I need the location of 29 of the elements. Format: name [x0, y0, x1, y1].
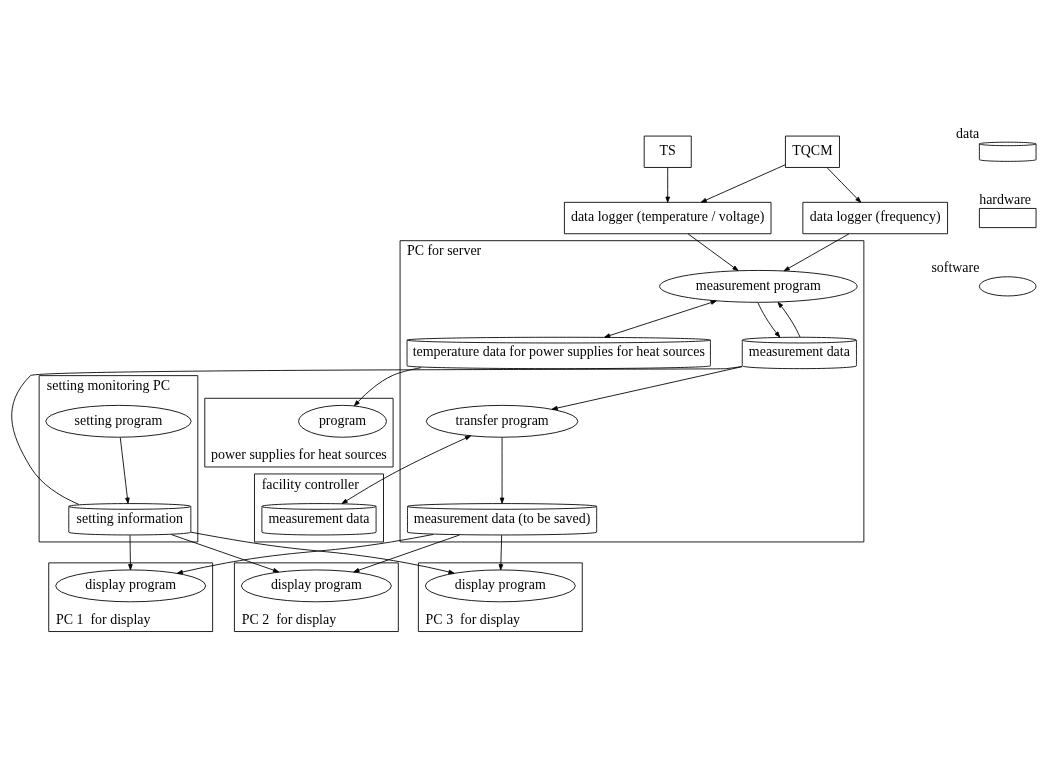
arrow	[498, 534, 504, 570]
arrow	[783, 232, 850, 271]
arrow	[171, 533, 280, 572]
arrow	[687, 232, 739, 271]
arrow	[353, 534, 460, 572]
legend-label: data	[956, 125, 980, 141]
node-box: TS	[643, 135, 692, 168]
arrow	[499, 436, 505, 504]
arrow	[604, 299, 717, 338]
node-box: TQCM	[784, 135, 840, 168]
arrow	[190, 531, 455, 574]
arrow	[777, 301, 801, 338]
node-box: data logger (frequency)	[802, 201, 948, 234]
arrow	[665, 166, 670, 203]
arrow	[551, 365, 743, 410]
arrow	[826, 166, 862, 203]
connector	[11, 365, 743, 505]
arrow	[128, 534, 133, 570]
node-box: data logger (temperature / voltage)	[563, 201, 772, 234]
legend-label: software	[931, 259, 980, 275]
arrow	[700, 163, 786, 203]
arrow	[176, 533, 434, 574]
node-ellipse: setting program	[45, 404, 192, 438]
legend-label: hardware	[979, 191, 1032, 207]
arrow	[341, 435, 472, 504]
node-ellipse: program	[298, 404, 387, 438]
arrow	[353, 366, 422, 406]
arrow	[757, 301, 781, 337]
arrow	[119, 436, 130, 504]
